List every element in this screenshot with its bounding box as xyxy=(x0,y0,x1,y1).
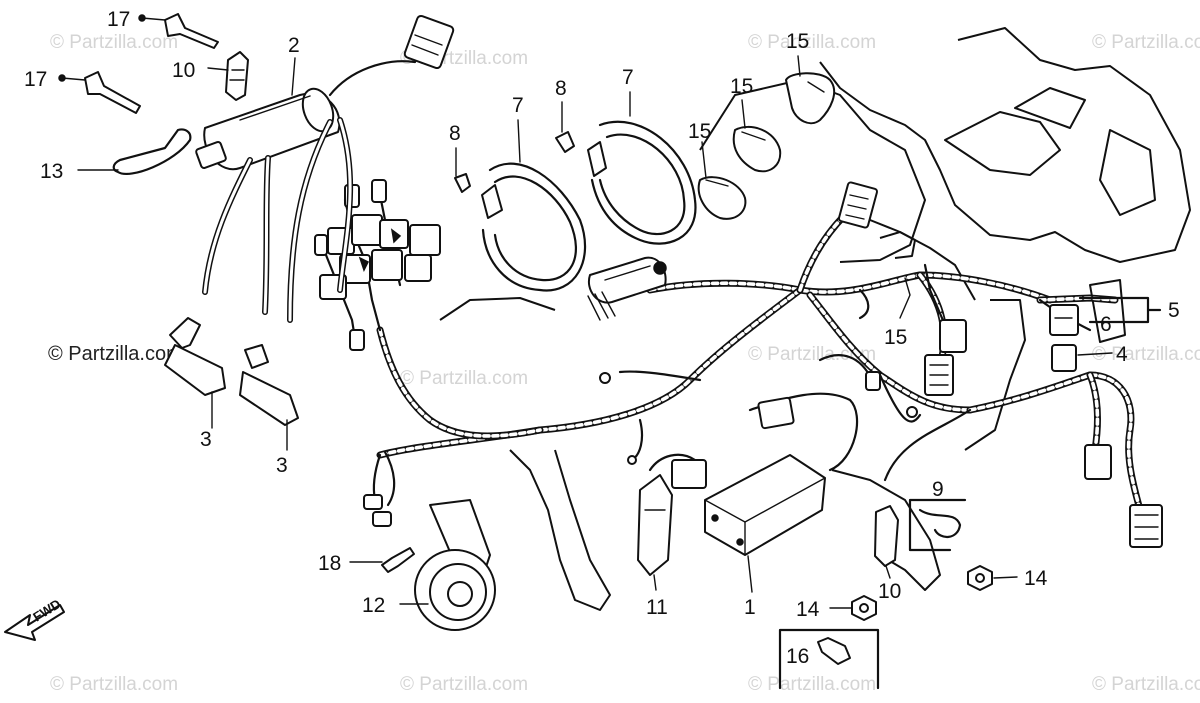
bolts-17 xyxy=(84,13,219,114)
callout-17: 17 xyxy=(24,68,47,91)
bands-7 xyxy=(481,120,697,292)
bolt-18 xyxy=(381,547,415,573)
callout-9: 9 xyxy=(932,478,944,501)
callout-14: 14 xyxy=(1024,567,1048,590)
ignition-coil xyxy=(195,14,455,323)
fwd-arrow: FWD xyxy=(4,596,65,641)
callout-10: 10 xyxy=(172,59,195,82)
watermark: © Partzilla.com xyxy=(748,32,876,53)
watermark-layer: © Partzilla.com © Partzilla.com © Partzi… xyxy=(48,32,1200,695)
callout-15: 15 xyxy=(730,75,753,98)
callout-10: 10 xyxy=(878,580,901,603)
watermark: © Partzilla.com xyxy=(400,674,528,695)
watermark: © Partzilla.com xyxy=(1092,32,1200,53)
watermark: © Partzilla.com xyxy=(50,674,178,695)
callout-8: 8 xyxy=(555,77,567,100)
spark-plug-caps xyxy=(164,317,299,426)
watermark: © Partzilla.com xyxy=(748,674,876,695)
bracket-11 xyxy=(637,459,707,576)
wire-clip-13 xyxy=(112,128,192,175)
watermark-main: © Partzilla.com xyxy=(48,343,183,365)
callout-3: 3 xyxy=(276,454,288,477)
frame-outline xyxy=(439,27,1191,611)
clip-10 xyxy=(225,51,249,101)
horn xyxy=(414,499,496,631)
callout-14: 14 xyxy=(796,598,820,621)
callout-8: 8 xyxy=(449,122,461,145)
callout-2: 2 xyxy=(288,34,300,57)
callout-labels: 17 17 10 2 13 7 8 7 8 15 15 15 15 5 6 4 … xyxy=(24,8,1180,668)
callout-15: 15 xyxy=(688,120,711,143)
bracket-5 xyxy=(1078,296,1162,324)
watermark: © Partzilla.com xyxy=(50,32,178,53)
callout-12: 12 xyxy=(362,594,385,617)
watermark: © Partzilla.com xyxy=(1092,674,1200,695)
harness-connectors xyxy=(363,181,1163,548)
callout-16: 16 xyxy=(786,645,809,668)
branch-wires xyxy=(372,198,1092,507)
clip-10-lower xyxy=(874,505,899,567)
callout-11: 11 xyxy=(646,596,668,619)
nuts-14 xyxy=(851,565,993,621)
callout-15: 15 xyxy=(884,326,907,349)
relays xyxy=(1049,304,1079,372)
harness-condenser xyxy=(587,256,667,321)
callout-15: 15 xyxy=(786,30,809,53)
leader-lines xyxy=(58,14,1113,609)
watermark: © Partzilla.com xyxy=(748,344,876,365)
callout-7: 7 xyxy=(622,66,634,89)
ignition-unit xyxy=(704,454,826,556)
bolts-8 xyxy=(454,131,575,193)
rings-15 xyxy=(697,72,836,220)
bracket-9 xyxy=(908,498,967,552)
watermark: © Partzilla.com xyxy=(1092,344,1200,365)
callout-6: 6 xyxy=(1100,313,1112,336)
callout-1: 1 xyxy=(744,596,756,619)
callout-7: 7 xyxy=(512,94,524,117)
bolt-16 xyxy=(778,628,880,690)
watermark: © Partzilla.com xyxy=(400,368,528,389)
callout-13: 13 xyxy=(40,160,63,183)
callout-4: 4 xyxy=(1116,343,1128,366)
callout-17: 17 xyxy=(107,8,130,31)
callout-18: 18 xyxy=(318,552,341,575)
callout-3: 3 xyxy=(200,428,212,451)
callout-5: 5 xyxy=(1168,299,1180,322)
connector-cluster xyxy=(314,179,441,351)
